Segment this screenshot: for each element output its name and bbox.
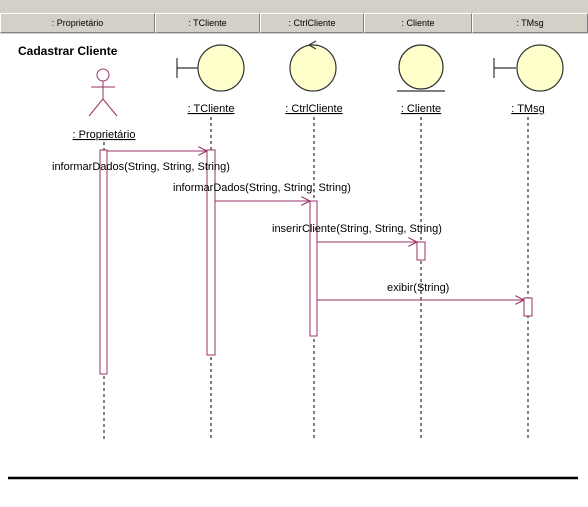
- object-label-ctrlcliente: : CtrlCliente: [285, 103, 342, 115]
- column-header-ctrlcliente[interactable]: : CtrlCliente: [260, 13, 364, 33]
- object-label-tcliente: : TCliente: [188, 103, 235, 115]
- column-header-tcliente[interactable]: : TCliente: [155, 13, 260, 33]
- control-ctrlcliente[interactable]: [289, 40, 337, 92]
- activation-ctrlcliente[interactable]: [309, 200, 318, 337]
- boundary-tcliente[interactable]: [176, 44, 245, 92]
- message-label-exibir: exibir(String): [387, 282, 449, 294]
- activation-cliente[interactable]: [416, 241, 426, 261]
- column-header-proprietario[interactable]: : Proprietário: [0, 13, 155, 33]
- diagram-title: Cadastrar Cliente: [18, 44, 118, 58]
- activation-proprietario[interactable]: [99, 149, 108, 375]
- message-label-inserircliente: inserirCliente(String, String, String): [272, 223, 442, 235]
- object-label-tmsg: : TMsg: [511, 103, 544, 115]
- entity-cliente[interactable]: [397, 44, 445, 92]
- object-label-cliente: : Cliente: [401, 103, 441, 115]
- boundary-tmsg[interactable]: [493, 44, 564, 92]
- column-header-bar: : Proprietário : TCliente : CtrlCliente …: [0, 0, 588, 34]
- activation-tmsg[interactable]: [523, 297, 533, 317]
- column-header-tmsg[interactable]: : TMsg: [472, 13, 588, 33]
- message-label-informardados-1: informarDados(String, String, String): [52, 161, 230, 173]
- activation-tcliente[interactable]: [206, 149, 216, 356]
- actor-proprietario[interactable]: [88, 68, 118, 117]
- message-label-informardados-2: informarDados(String, String, String): [173, 182, 351, 194]
- column-header-cliente[interactable]: : Cliente: [364, 13, 472, 33]
- object-label-proprietario: : Proprietário: [73, 129, 136, 141]
